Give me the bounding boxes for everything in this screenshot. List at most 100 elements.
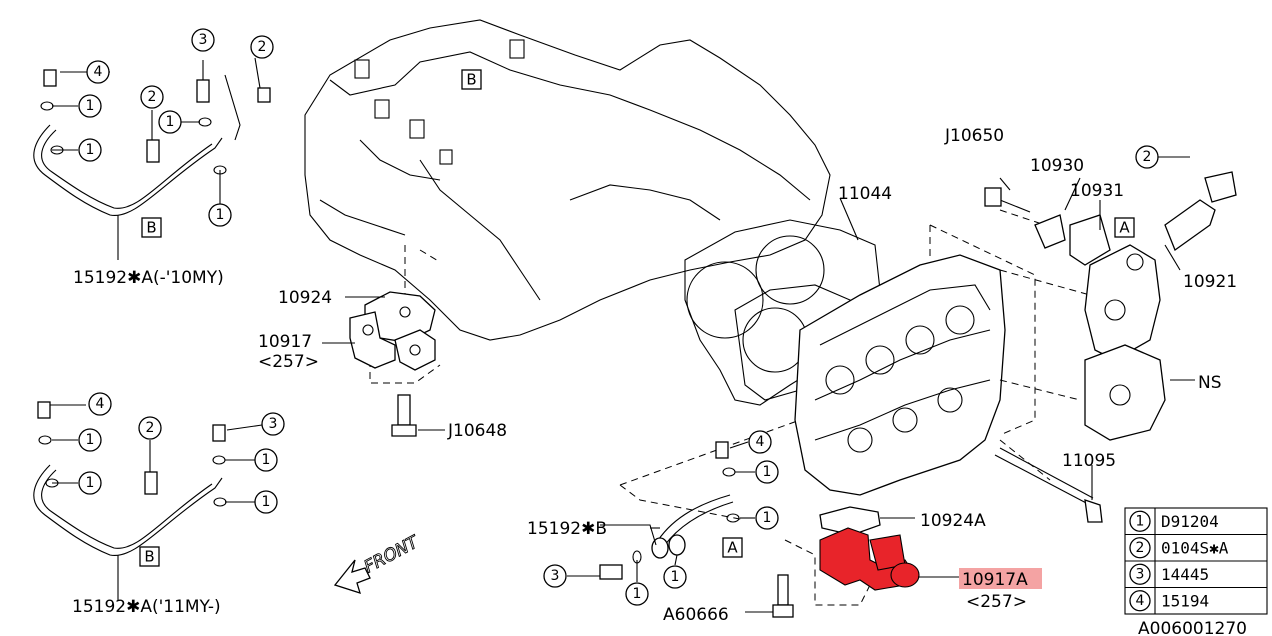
callout-4: 4	[88, 392, 112, 416]
svg-text:2: 2	[146, 420, 155, 436]
callout-4: 4	[748, 430, 772, 454]
label-10924a: 10924A	[920, 511, 986, 531]
svg-text:1: 1	[86, 475, 95, 491]
svg-text:4: 4	[756, 434, 765, 450]
o-rings	[38, 101, 740, 564]
legend-part-number: 14445	[1161, 565, 1209, 584]
svg-text:1: 1	[262, 452, 271, 468]
svg-text:1: 1	[763, 510, 772, 526]
svg-text:1: 1	[86, 142, 95, 158]
legend-number: 3	[1136, 566, 1145, 582]
svg-text:1: 1	[216, 207, 225, 223]
bolt-j10648	[391, 394, 445, 437]
legend-row: 4 15194	[1129, 590, 1209, 612]
callout-3: 3	[543, 564, 567, 588]
box-label-a: A	[1114, 217, 1135, 238]
callout-2: 2	[250, 35, 274, 59]
legend-number-circle	[1129, 537, 1151, 559]
label-11095: 11095	[1062, 451, 1116, 471]
label-j10648: J10648	[447, 421, 507, 441]
callout-1: 1	[755, 460, 779, 484]
legend-number: 4	[1136, 593, 1145, 609]
svg-text:A: A	[727, 539, 738, 557]
label-10931: 10931	[1070, 181, 1124, 201]
legend-part-number: 0104S✱A	[1161, 538, 1229, 557]
callout-2: 2	[140, 85, 164, 109]
legend-number: 2	[1136, 540, 1145, 556]
svg-text:4: 4	[94, 64, 103, 80]
svg-text:2: 2	[258, 39, 267, 55]
label-10917a: 10917A	[962, 570, 1028, 590]
leader-lines	[50, 57, 1195, 613]
callout-1: 1	[208, 203, 232, 227]
legend-part-number: 15194	[1161, 591, 1209, 610]
box-label-b: B	[139, 546, 160, 567]
svg-text:A: A	[1119, 219, 1130, 237]
callout-1: 1	[78, 428, 102, 452]
callout-1: 1	[625, 582, 649, 606]
callout-3: 3	[191, 28, 215, 52]
svg-text:1: 1	[671, 569, 680, 585]
legend-number-circle	[1129, 563, 1151, 585]
legend-number-circle	[1129, 510, 1151, 532]
callout-4: 4	[86, 60, 110, 84]
legend-number-circle	[1129, 590, 1151, 612]
label-10917-sub: <257>	[258, 352, 319, 372]
callout-1: 1	[755, 506, 779, 530]
svg-text:1: 1	[86, 432, 95, 448]
callout-1: 1	[254, 448, 278, 472]
svg-text:1: 1	[763, 464, 772, 480]
box-label-b: B	[461, 69, 482, 90]
callout-1: 1	[78, 138, 102, 162]
oil-pipe-late	[33, 401, 226, 600]
highlight-10917a	[959, 568, 1042, 589]
label-10917: 10917	[258, 332, 312, 352]
label-15192a-early: 15192✱A(-'10MY)	[73, 268, 224, 288]
bolt-11095	[994, 447, 1103, 523]
box-label-b: B	[141, 217, 162, 238]
legend-row: 2 0104S✱A	[1129, 537, 1229, 559]
oil-pipe-b	[599, 441, 794, 618]
svg-text:1: 1	[633, 586, 642, 602]
svg-text:1: 1	[166, 114, 175, 130]
label-10930: 10930	[1030, 156, 1084, 176]
callout-2: 2	[1135, 145, 1159, 169]
label-11044: 11044	[838, 184, 892, 204]
svg-text:B: B	[144, 548, 154, 566]
label-a60666: A60666	[663, 605, 729, 625]
oil-control-valve-10917	[349, 291, 436, 371]
callout-1: 1	[78, 94, 102, 118]
svg-text:4: 4	[96, 396, 105, 412]
callout-1: 1	[663, 565, 687, 589]
svg-text:B: B	[146, 219, 156, 237]
callout-1: 1	[158, 110, 182, 134]
label-j10650: J10650	[944, 126, 1004, 146]
label-15192b: 15192✱B	[527, 519, 607, 539]
callout-2: 2	[138, 416, 162, 440]
oil-control-valve-10917a-highlighted	[819, 506, 960, 591]
svg-text:3: 3	[199, 32, 208, 48]
label-15192a-late: 15192✱A('11MY-)	[72, 597, 221, 617]
legend-part-number: D91204	[1161, 512, 1219, 531]
legend-row: 3 14445	[1129, 563, 1209, 585]
label-10917a-sub: <257>	[966, 592, 1027, 612]
svg-text:B: B	[466, 71, 476, 89]
callout-3: 3	[261, 412, 285, 436]
svg-text:2: 2	[148, 89, 157, 105]
cylinder-head	[794, 254, 1006, 496]
dashed-guides	[369, 209, 1091, 606]
callout-1: 1	[254, 490, 278, 514]
callout-1: 1	[78, 471, 102, 495]
label-10921: 10921	[1183, 272, 1237, 292]
box-label-a: A	[722, 537, 743, 558]
svg-text:2: 2	[1143, 149, 1152, 165]
svg-text:3: 3	[269, 416, 278, 432]
front-arrow: FRONT	[333, 531, 423, 594]
label-ns: NS	[1198, 373, 1222, 393]
svg-text:1: 1	[86, 98, 95, 114]
diagram-id: A006001270	[1138, 619, 1247, 636]
cam-cover-assembly	[984, 171, 1237, 441]
